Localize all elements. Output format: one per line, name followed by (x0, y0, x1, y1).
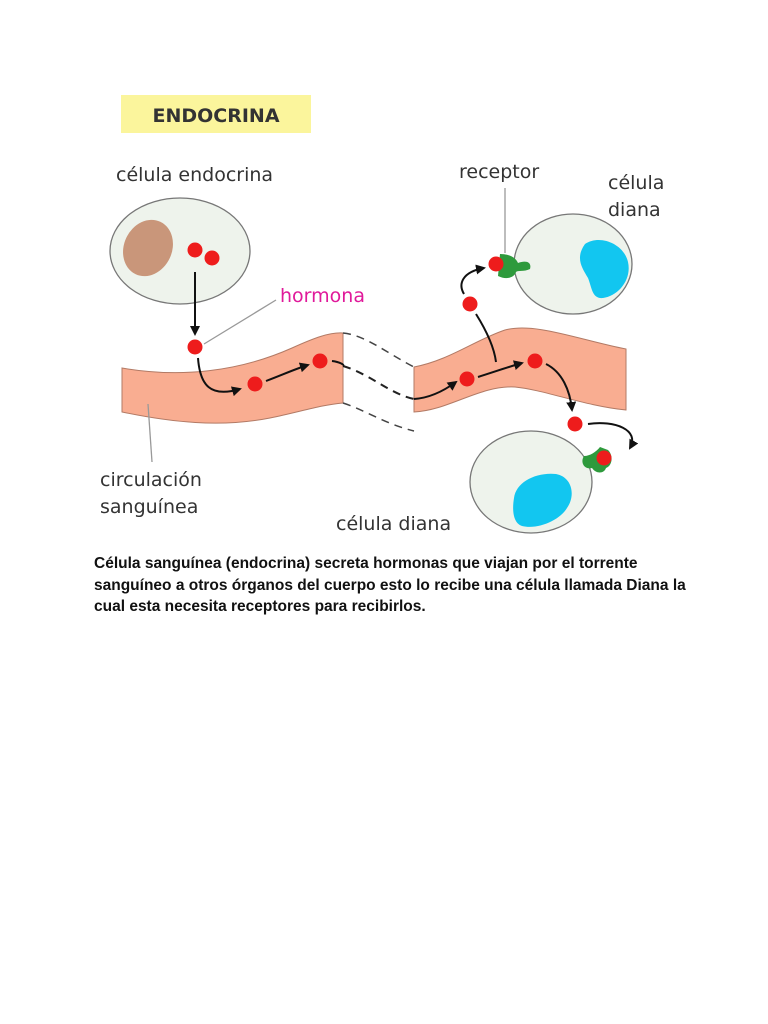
exit-down-arrow (545, 363, 577, 412)
diagram-title: ENDOCRINA (152, 105, 279, 127)
blood-vessel-right (413, 327, 627, 413)
hormone-in-cell-2 (204, 250, 220, 266)
exit-up-arrow (475, 313, 497, 363)
vessel-to-hormone-arrow (413, 380, 458, 400)
hormone-bound-top (488, 256, 504, 272)
target-cell-top-label-line1: célula (608, 172, 664, 194)
flow-dashes-after (331, 360, 345, 367)
endocrine-cell-label: célula endocrina (116, 164, 273, 186)
blood-leader-line (147, 403, 153, 463)
vessel-entry-arrow (197, 357, 242, 397)
hormone-in-cell-1 (187, 242, 203, 258)
blood-circulation-label-line1: circulación (100, 469, 202, 491)
hormone-released (187, 339, 203, 355)
endocrine-nucleus (123, 219, 173, 277)
receptor-top (498, 254, 531, 279)
hormone-leader-line (203, 299, 277, 345)
target-cell-top-label-line2: diana (608, 199, 661, 221)
flow-arrow-1 (265, 362, 310, 382)
blood-circulation-label-line2: sanguínea (100, 496, 198, 518)
hormone-in-vessel-2 (312, 353, 328, 369)
endocrine-diagram: ENDOCRINA célula endocrina receptor célu… (100, 95, 664, 535)
vessel-gap-dashes-mid (342, 365, 415, 400)
flow-arrow-2 (477, 360, 524, 378)
to-receptor-top-arrow (460, 264, 486, 295)
hormone-in-vessel-3 (459, 371, 475, 387)
vessel-gap-dashes-bottom (342, 402, 415, 432)
target-cell-bottom-label: célula diana (336, 513, 451, 535)
hormone-in-vessel-1 (247, 376, 263, 392)
hormone-in-vessel-4 (527, 353, 543, 369)
blood-vessel-left (121, 332, 344, 424)
hormone-label: hormona (280, 285, 365, 307)
target-nucleus-top (579, 240, 629, 299)
hormone-exiting-bottom (567, 416, 583, 432)
receptor-label: receptor (459, 161, 539, 183)
caption-text: Célula sanguínea (endocrina) secreta hor… (94, 555, 686, 615)
hormone-bound-bottom (596, 450, 612, 466)
title-background (121, 95, 311, 133)
vessel-gap-dashes-top (342, 332, 415, 368)
to-receptor-bottom-arrow (587, 422, 639, 450)
hormone-exiting-top (462, 296, 478, 312)
target-nucleus-bottom (513, 473, 572, 527)
